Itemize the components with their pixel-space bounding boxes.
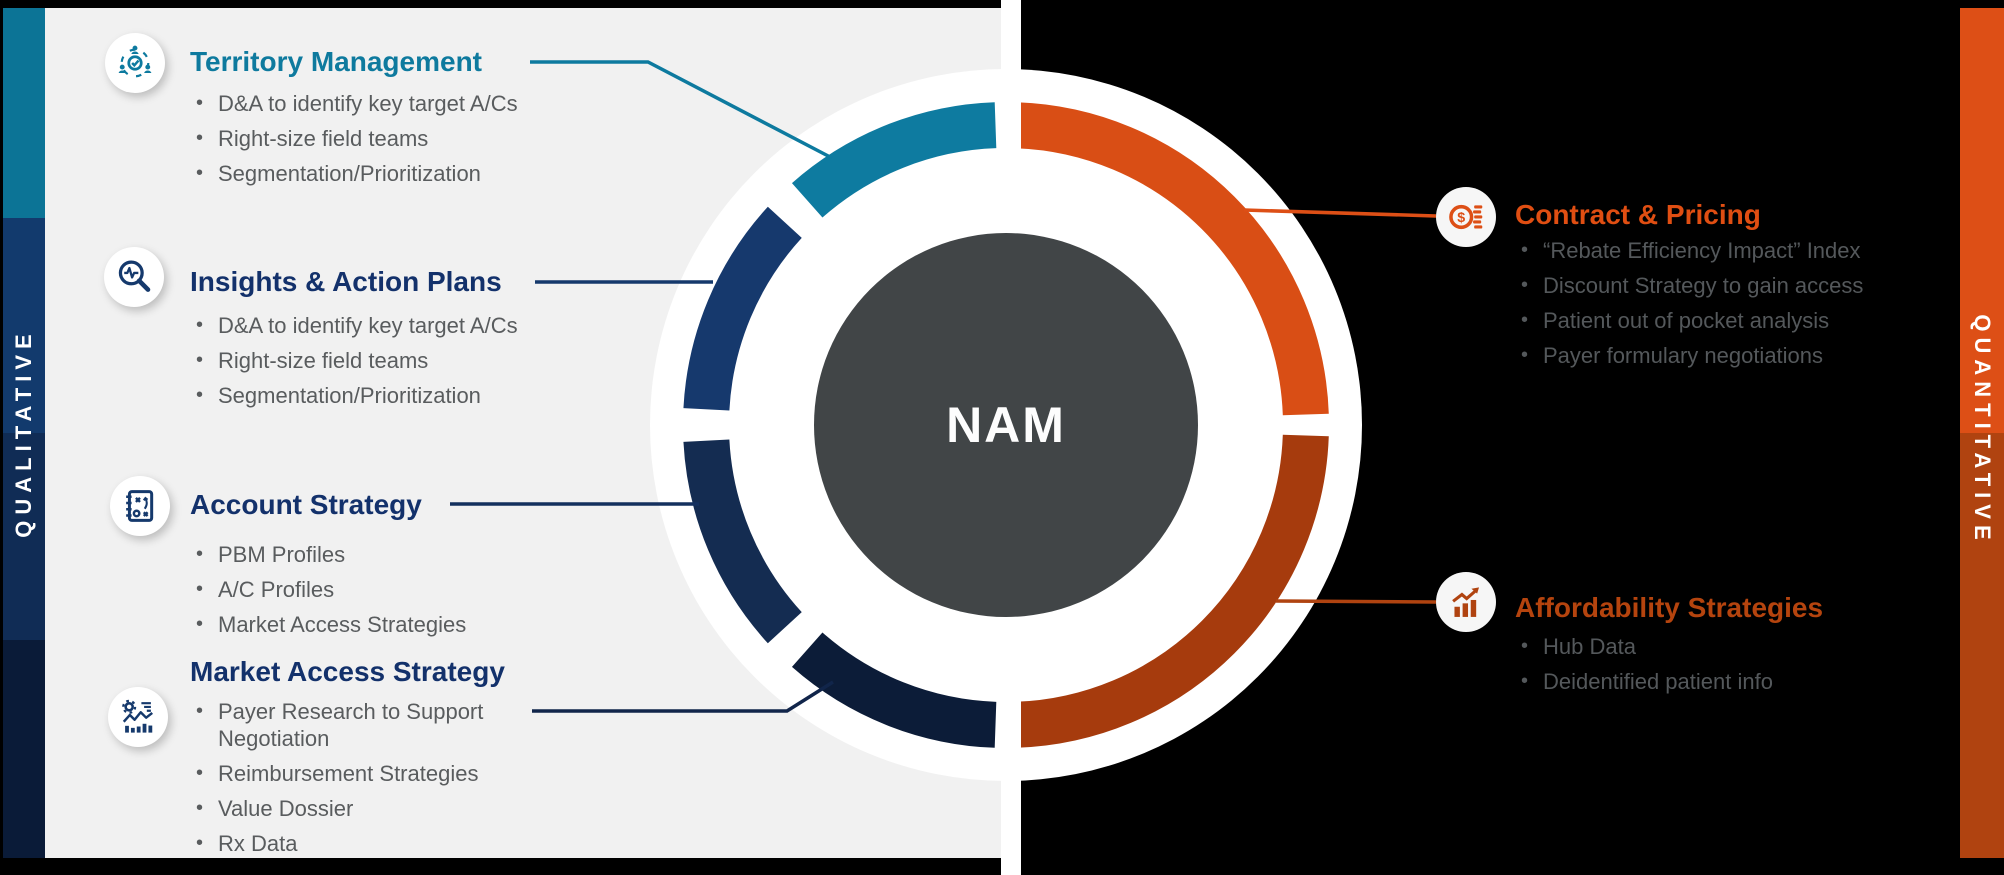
strategy-playbook-icon	[126, 490, 154, 522]
bullet-item: Deidentified patient info	[1515, 664, 1945, 699]
segment-market-access	[791, 632, 997, 748]
qualitative-strip	[3, 8, 45, 858]
leader-contract	[1243, 208, 1437, 218]
center-label: NAM	[946, 397, 1066, 453]
segment-contract-pricing	[1015, 102, 1329, 416]
territory-bullet-list: D&A to identify key target A/Cs Right-si…	[190, 86, 570, 191]
bullet-item: Segmentation/Prioritization	[190, 156, 570, 191]
bullet-item: D&A to identify key target A/Cs	[190, 308, 570, 343]
bullet-item: PBM Profiles	[190, 537, 570, 572]
insights-icon-circle	[104, 247, 164, 307]
growth-arrow-icon	[1452, 587, 1480, 617]
center-circle	[814, 233, 1198, 617]
segment-affordability	[1015, 434, 1329, 748]
section-title-contract: Contract & Pricing	[1515, 199, 1761, 230]
quantitative-strip	[1960, 8, 2004, 858]
account-icon-circle	[110, 476, 170, 536]
qualitative-strip-label: QUALITATIVE	[11, 328, 36, 538]
segment-account	[683, 439, 802, 644]
territory-icon-circle	[105, 33, 165, 93]
bullet-item: Segmentation/Prioritization	[190, 378, 570, 413]
bullet-item: Hub Data	[1515, 629, 1945, 664]
segment-insights	[683, 206, 802, 411]
bullet-item: Right-size field teams	[190, 121, 570, 156]
leader-market-access	[532, 680, 834, 713]
bullet-item: Market Access Strategies	[190, 607, 570, 642]
coins-dollar-icon: $	[1449, 204, 1483, 230]
bullet-item: D&A to identify key target A/Cs	[190, 86, 570, 121]
segment-territory	[791, 102, 997, 218]
leader-affordability	[1275, 599, 1437, 604]
insights-bullet-list: D&A to identify key target A/Cs Right-si…	[190, 308, 570, 413]
svg-text:$: $	[1457, 210, 1465, 226]
bullet-item: Rx Data	[190, 826, 520, 861]
market-access-bullet-list: Payer Research to Support Negotiation Re…	[190, 694, 520, 861]
contract-bullet-list: “Rebate Efficiency Impact” Index Discoun…	[1515, 233, 1945, 373]
market-access-icon-circle	[108, 687, 168, 747]
bullet-item: Discount Strategy to gain access	[1515, 268, 1945, 303]
leader-territory	[530, 60, 833, 160]
section-title-territory: Territory Management	[190, 46, 482, 77]
contract-icon-circle: $	[1436, 187, 1496, 247]
leader-lines	[450, 60, 1437, 713]
section-title-account: Account Strategy	[190, 489, 422, 520]
affordability-bullet-list: Hub Data Deidentified patient info	[1515, 629, 1945, 699]
bullet-item: Patient out of pocket analysis	[1515, 303, 1945, 338]
bullet-item: Right-size field teams	[190, 343, 570, 378]
bullet-item: “Rebate Efficiency Impact” Index	[1515, 233, 1945, 268]
account-bullet-list: PBM Profiles A/C Profiles Market Access …	[190, 537, 570, 642]
bullet-item: Payer formulary negotiations	[1515, 338, 1945, 373]
bullet-item: Value Dossier	[190, 791, 520, 826]
magnifier-pulse-icon	[118, 260, 151, 292]
section-title-affordability: Affordability Strategies	[1515, 592, 1824, 623]
bullet-item: A/C Profiles	[190, 572, 570, 607]
affordability-icon-circle	[1436, 572, 1496, 632]
quantitative-strip-label: QUANTITATIVE	[1970, 314, 1995, 546]
team-check-icon	[118, 45, 152, 78]
ring-segments	[683, 102, 1329, 748]
bullet-item: Payer Research to Support Negotiation	[190, 694, 520, 756]
market-analytics-icon	[122, 699, 153, 733]
section-title-market-access: Market Access Strategy	[190, 656, 505, 687]
bullet-item: Reimbursement Strategies	[190, 756, 520, 791]
section-title-insights: Insights & Action Plans	[190, 266, 502, 297]
